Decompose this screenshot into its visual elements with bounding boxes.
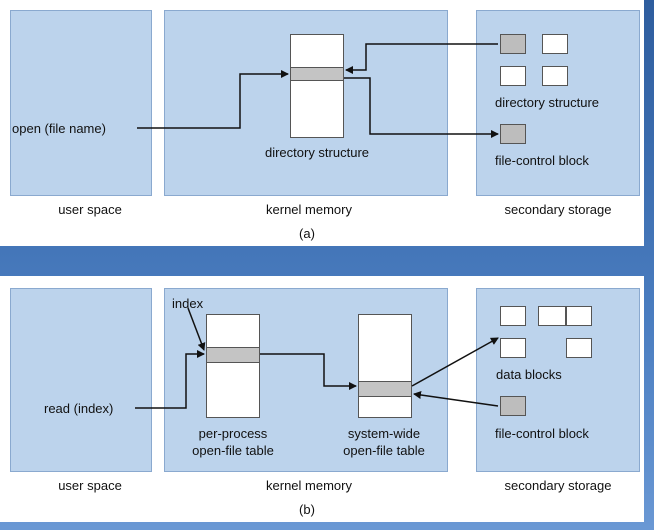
a-storage-to-directory-arrow xyxy=(345,43,498,74)
b-system-wide-label-line1: system-wide xyxy=(347,426,421,441)
b-kernel-memory-title: kernel memory xyxy=(266,478,352,493)
b-data-block xyxy=(566,306,592,326)
b-read-call-label: read (index) xyxy=(44,401,114,416)
a-storage-block-gray-top xyxy=(500,34,526,54)
b-data-block xyxy=(538,306,566,326)
b-system-wide-table xyxy=(358,314,412,418)
a-fcb-label: file-control block xyxy=(495,153,589,168)
b-index-label: index xyxy=(172,296,204,311)
a-storage-block xyxy=(542,66,568,86)
b-per-process-label-line1: per-process xyxy=(198,426,268,441)
b-system-wide-label-line2: open-file table xyxy=(343,443,425,458)
a-storage-block xyxy=(500,66,526,86)
a-kernel-memory-title: kernel memory xyxy=(266,202,352,217)
b-per-process-label-line2: open-file table xyxy=(192,443,274,458)
a-storage-directory-label: directory structure xyxy=(495,95,600,110)
a-directory-entry-row xyxy=(291,67,343,81)
a-secondary-storage-title: secondary storage xyxy=(504,202,612,217)
b-system-wide-to-data-arrow xyxy=(411,337,499,387)
b-user-space-region xyxy=(10,288,152,472)
b-user-space-title: user space xyxy=(58,478,122,493)
a-directory-structure-table xyxy=(290,34,344,138)
b-per-process-table xyxy=(206,314,260,418)
a-directory-to-fcb-arrow xyxy=(344,77,499,138)
b-data-block xyxy=(566,338,592,358)
b-file-control-block xyxy=(500,396,526,416)
b-system-wide-entry-row xyxy=(359,381,411,397)
a-storage-block xyxy=(542,34,568,54)
b-caption: (b) xyxy=(299,502,315,517)
b-index-pointer-arrow xyxy=(187,307,206,351)
b-data-block xyxy=(500,338,526,358)
a-open-call-label: open (file name) xyxy=(12,121,106,136)
b-fcb-label: file-control block xyxy=(495,426,589,441)
a-caption: (a) xyxy=(299,226,315,241)
b-data-blocks-label: data blocks xyxy=(496,367,562,382)
b-secondary-storage-title: secondary storage xyxy=(504,478,612,493)
a-file-control-block xyxy=(500,124,526,144)
b-data-block xyxy=(500,306,526,326)
a-user-space-region xyxy=(10,10,152,196)
a-user-space-title: user space xyxy=(58,202,122,217)
a-kernel-table-label: directory structure xyxy=(264,145,370,160)
b-read-to-per-process-arrow xyxy=(135,350,205,409)
b-per-process-entry-row xyxy=(207,347,259,363)
b-per-process-to-system-wide-arrow xyxy=(260,353,357,390)
a-open-to-directory-arrow xyxy=(137,70,289,129)
b-fcb-to-system-wide-arrow xyxy=(413,391,499,407)
